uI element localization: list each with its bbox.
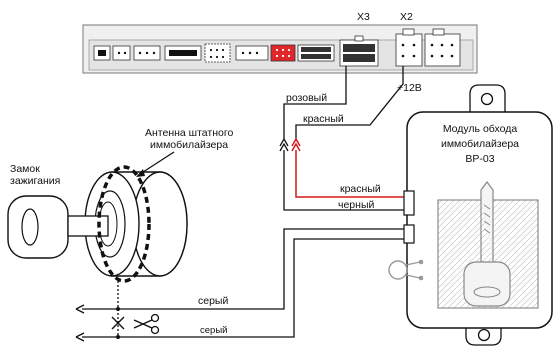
antenna-label-line1: Антенна штатного <box>145 127 233 139</box>
connector-right <box>424 28 461 67</box>
connector-3 <box>133 45 161 61</box>
key-icon <box>463 181 511 307</box>
pink-wire-arrow <box>279 137 289 152</box>
gray-wire-top <box>82 228 406 310</box>
scissors-icon <box>133 313 160 335</box>
connector-5 <box>204 43 231 63</box>
module-connector-antenna <box>403 224 415 244</box>
connector-1 <box>93 45 111 61</box>
x2-label: X2 <box>400 11 413 23</box>
module-label-line1: Модуль обхода <box>443 123 518 135</box>
bypass-module <box>388 84 553 346</box>
power-label: +12В <box>397 82 422 94</box>
gray-wire-bottom <box>82 238 406 338</box>
connector-red <box>270 44 296 62</box>
module-label-line2: иммобилайзера <box>441 138 519 150</box>
antenna-pointer <box>139 151 175 175</box>
x3-label: X3 <box>357 11 370 23</box>
connector-6 <box>235 45 269 61</box>
pink-wire <box>283 66 347 140</box>
gray-wire-bottom-arrow <box>75 332 85 342</box>
gray-wire-top-label: серый <box>198 295 228 307</box>
gray-wire-bottom-label: серый <box>200 325 227 336</box>
red-wire-top <box>295 66 404 140</box>
antenna-junction-top <box>116 307 120 311</box>
antenna-pointer-head <box>136 169 145 177</box>
black-wire-module-label: черный <box>338 199 374 211</box>
antenna-ring <box>97 165 151 283</box>
module-connector-power <box>403 190 415 216</box>
connector-2 <box>112 45 131 61</box>
pink-wire-label: розовый <box>286 92 327 104</box>
red-wire-arrow <box>291 137 301 152</box>
antenna-label-line2: иммобилайзера <box>150 139 228 151</box>
gray-wire-top-arrow <box>75 304 85 314</box>
red-wire-module-label: красный <box>340 183 381 195</box>
connector-x3 <box>339 35 379 67</box>
lock-label-line1: Замок <box>10 163 40 175</box>
antenna-junction-bottom <box>116 335 120 339</box>
red-wire-module <box>295 150 405 198</box>
cut-mark <box>111 316 125 330</box>
lock-label-line2: зажигания <box>10 175 60 187</box>
connector-4 <box>164 45 202 61</box>
module-label-line3: BP-03 <box>465 153 494 165</box>
connector-row <box>93 28 461 67</box>
black-wire-module <box>283 150 405 211</box>
connector-x2 <box>395 28 423 67</box>
connector-8 <box>297 44 335 62</box>
red-wire-top-label: красный <box>303 113 344 125</box>
loop-icon <box>388 259 424 281</box>
